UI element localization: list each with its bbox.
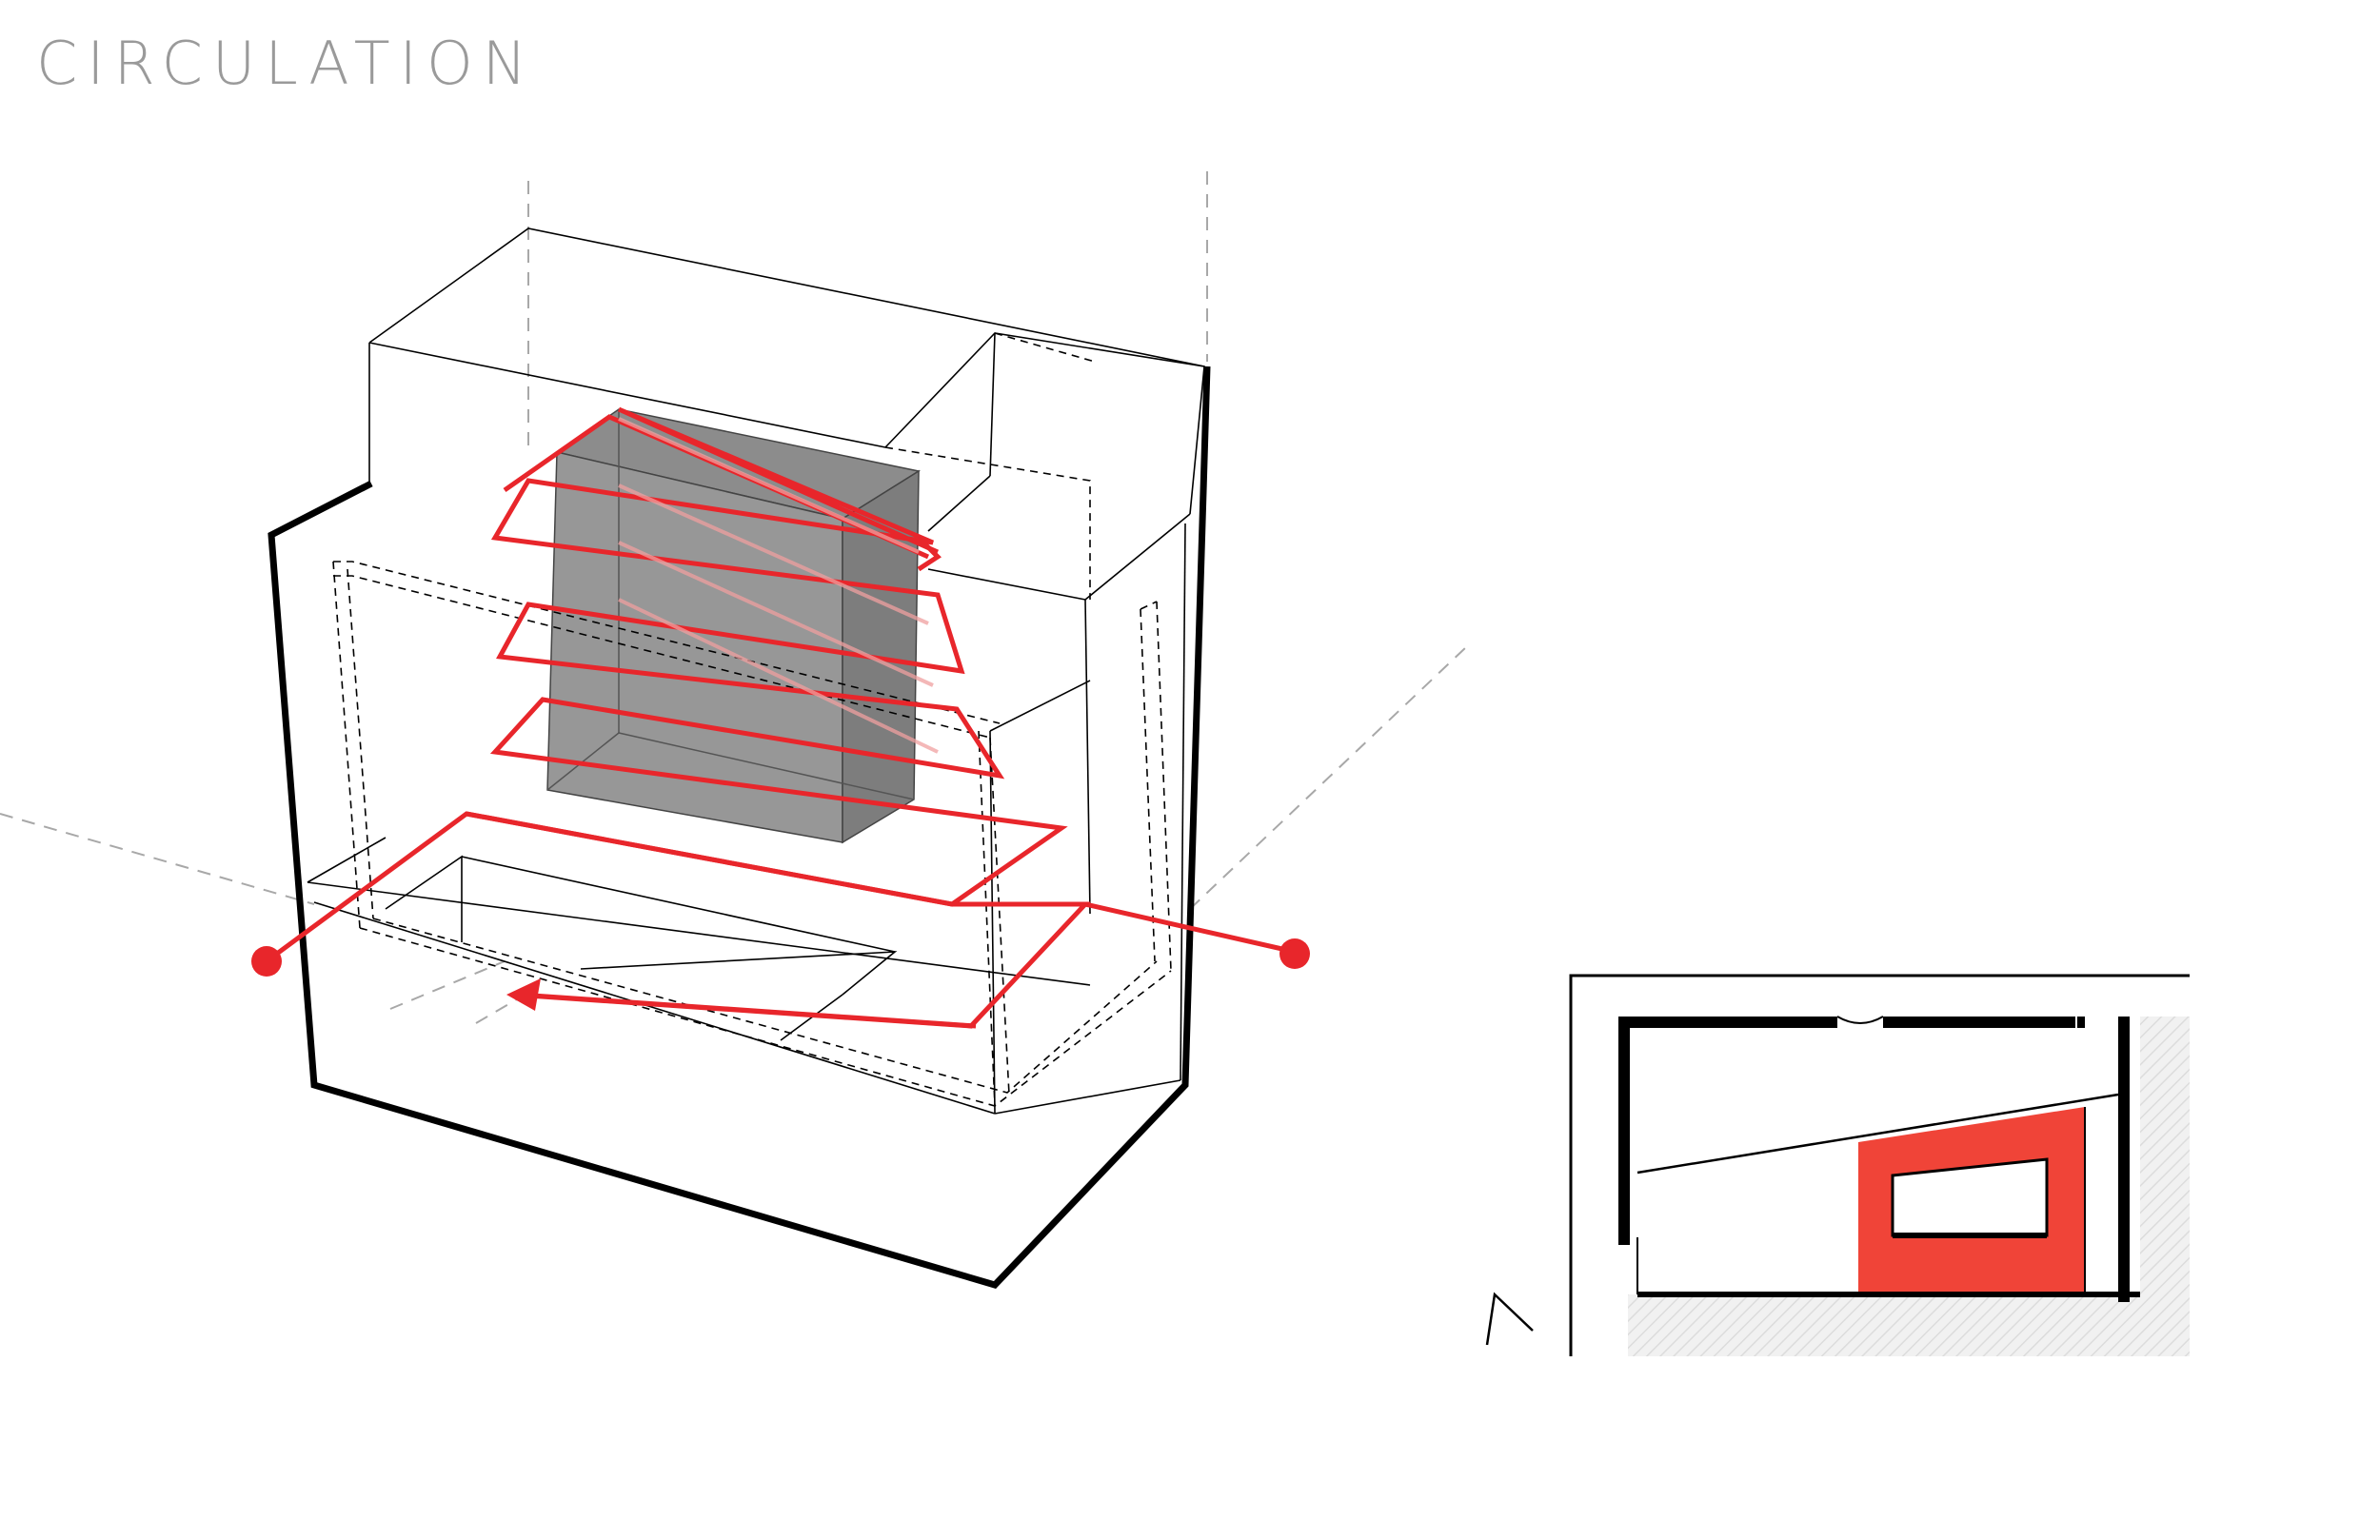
plan-walls: [1618, 1017, 2130, 1302]
circulation-path-behind-core: [618, 417, 939, 754]
building-outline: [268, 365, 1211, 1289]
ramp-level-1: [466, 406, 1068, 907]
plan-door-gap: [1836, 1016, 1884, 1024]
entry-point-icon: [251, 946, 282, 977]
north-arrow-icon: [1485, 1292, 1534, 1346]
building-wireframe: [307, 227, 1205, 1115]
exit-arrow-shaft: [518, 992, 977, 1029]
axonometric-view: [0, 171, 1467, 1289]
plan-site-line: [1569, 974, 2190, 1356]
ramp-level-2: [952, 901, 1296, 955]
plan-ground-hatch: [1628, 1294, 2190, 1356]
exit-point-icon: [1279, 938, 1310, 969]
core-volume: [546, 408, 921, 844]
arrowhead-icon: [506, 978, 541, 1011]
key-plan: [1485, 974, 2190, 1356]
hidden-lines: [332, 332, 1172, 1107]
circulation-route: [265, 811, 1091, 1029]
plan-neighbour-hatch: [2140, 1017, 2190, 1297]
plan-ramp-line: [1636, 1093, 2119, 1175]
arrowhead-icon-top: [917, 541, 942, 572]
page-title: CIRCULATION: [36, 29, 537, 98]
